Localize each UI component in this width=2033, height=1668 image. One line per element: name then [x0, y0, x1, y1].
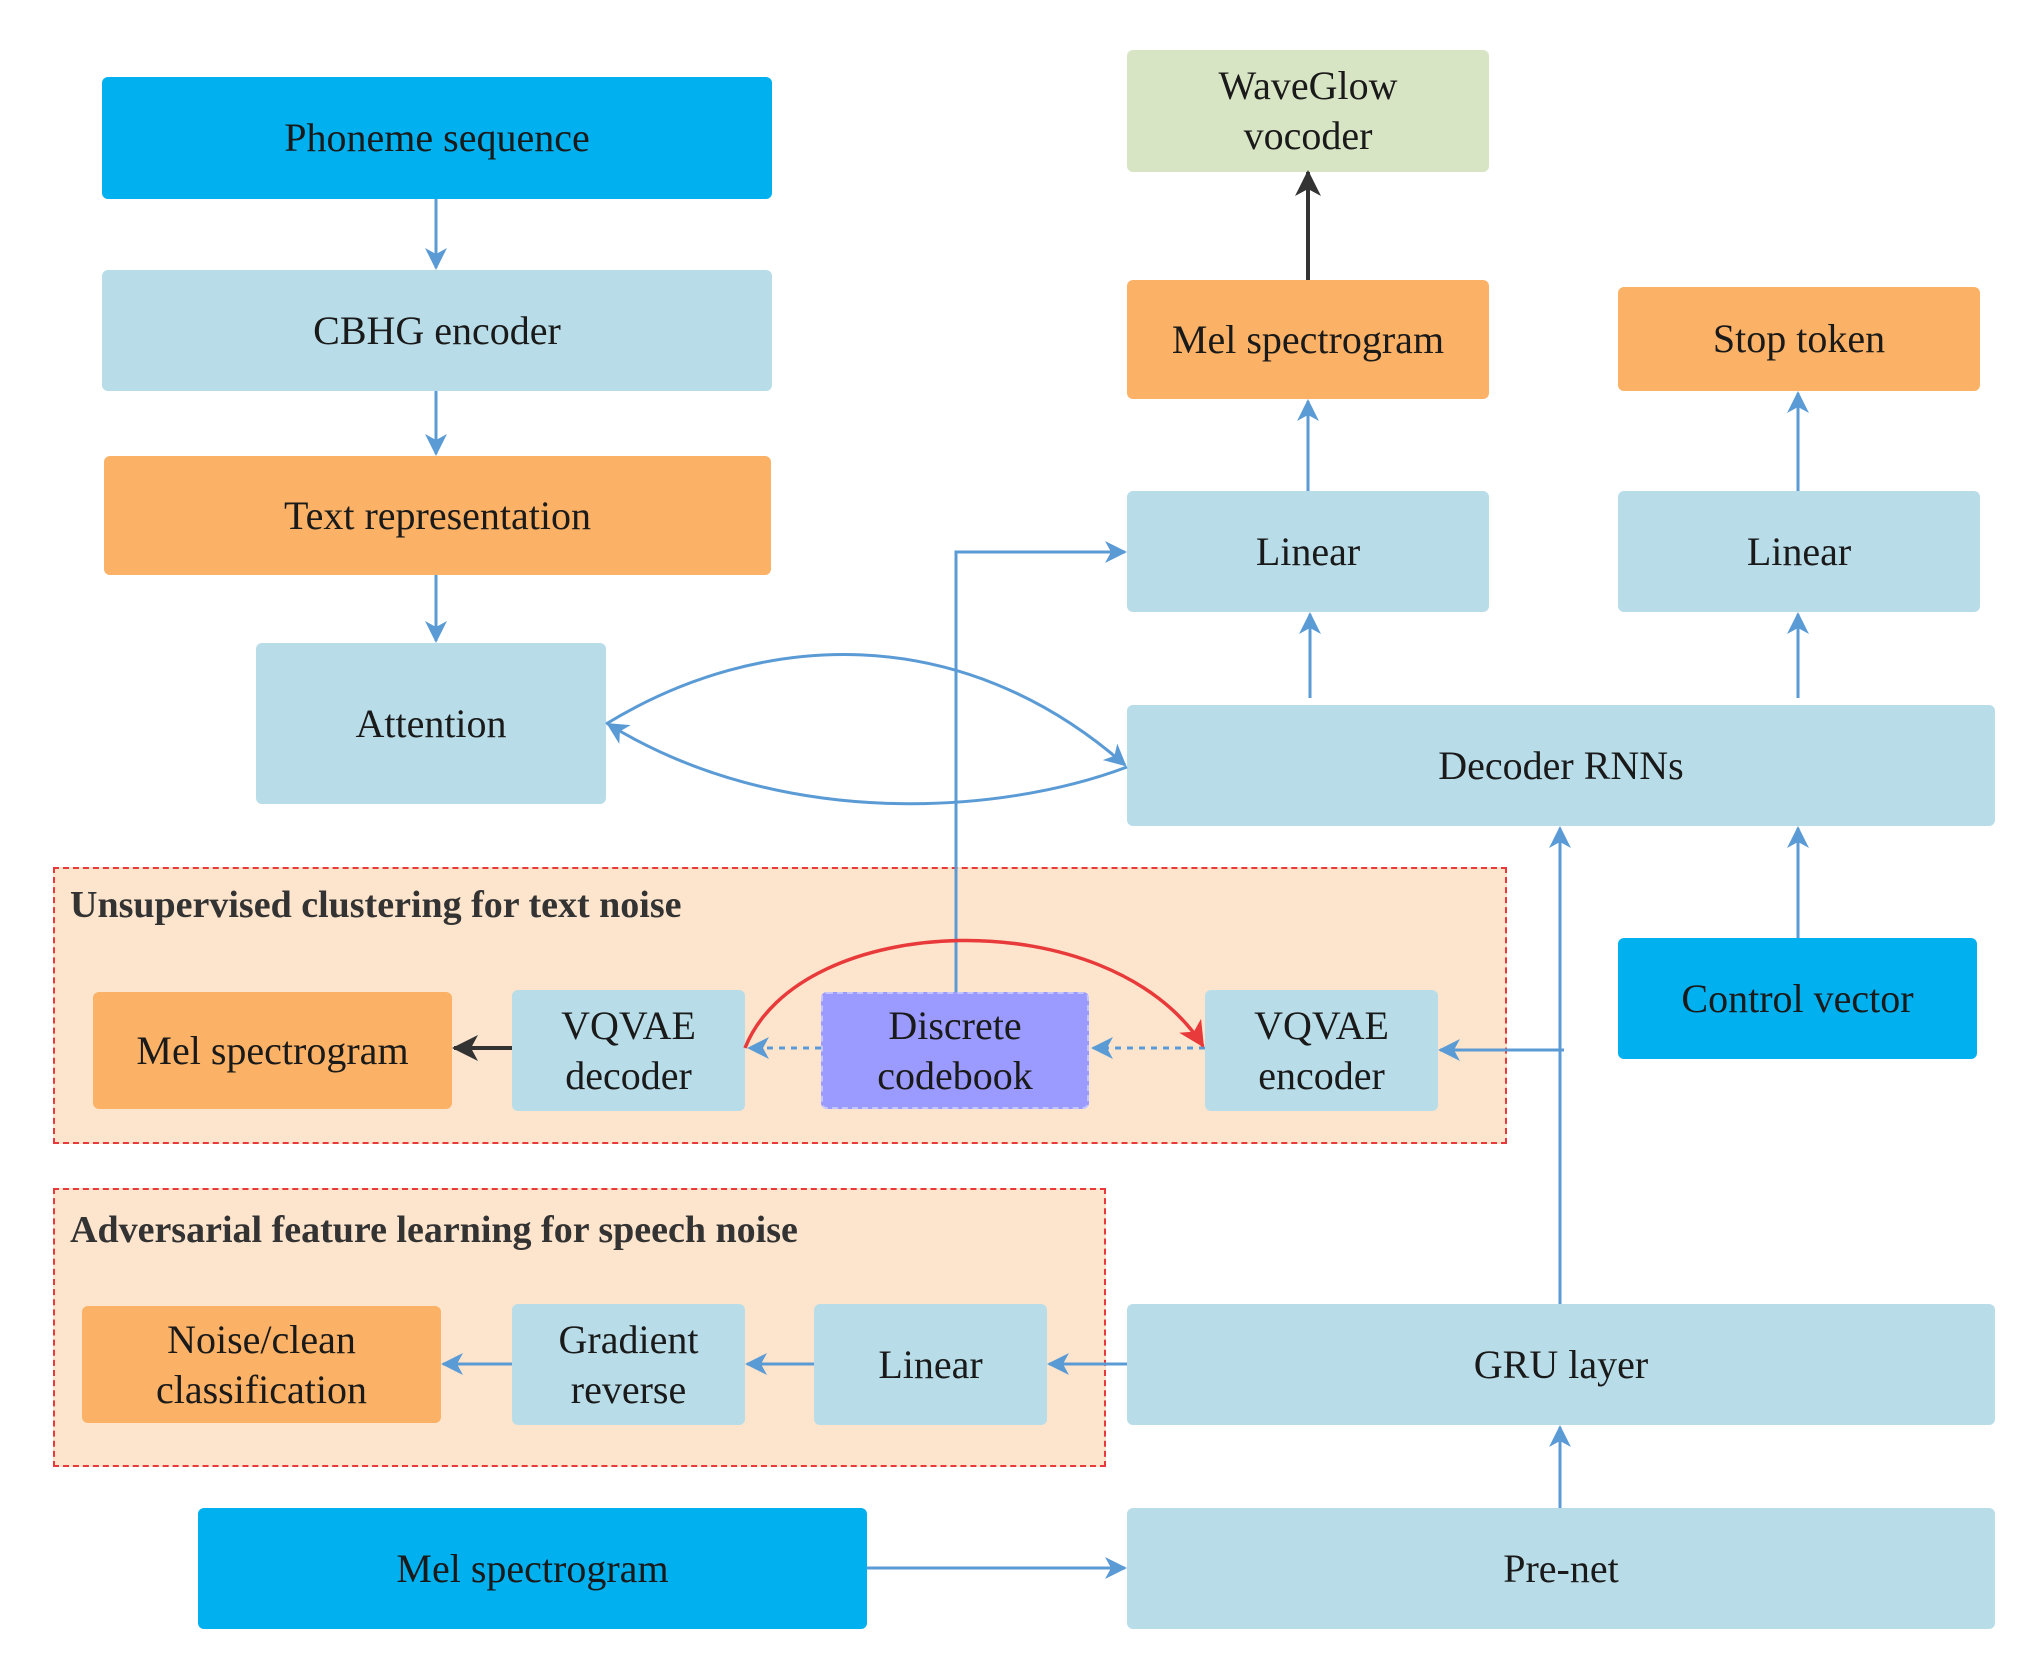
arrow-codebook-to-linear-mel	[954, 541, 1127, 992]
mel-spectrogram-output-node: Mel spectrogram	[1127, 280, 1489, 399]
pre-net-node: Pre-net	[1127, 1508, 1995, 1629]
mel-spectrogram-vq-node: Mel spectrogram	[93, 992, 452, 1109]
vqvae-decoder-node: VQVAE decoder	[512, 990, 745, 1111]
cbhg-encoder-node: CBHG encoder	[102, 270, 772, 391]
linear-mel-node: Linear	[1127, 491, 1489, 612]
waveglow-vocoder-node: WaveGlow vocoder	[1127, 50, 1489, 172]
gradient-reverse-node: Gradient reverse	[512, 1304, 745, 1425]
control-vector-node: Control vector	[1618, 938, 1977, 1059]
discrete-codebook-node: Discrete codebook	[821, 992, 1089, 1109]
gru-layer-node: GRU layer	[1127, 1304, 1995, 1425]
linear-adversarial-node: Linear	[814, 1304, 1047, 1425]
vqvae-encoder-node: VQVAE encoder	[1205, 990, 1438, 1111]
stop-token-node: Stop token	[1618, 287, 1980, 391]
arrow-attention-to-decoder	[605, 653, 1127, 767]
adversarial-learning-title: Adversarial feature learning for speech …	[70, 1209, 798, 1251]
unsupervised-clustering-title: Unsupervised clustering for text noise	[70, 884, 682, 926]
noise-clean-classification-node: Noise/clean classification	[82, 1306, 441, 1423]
phoneme-sequence-node: Phoneme sequence	[102, 77, 772, 199]
attention-node: Attention	[256, 643, 606, 804]
arrow-decoder-to-attention	[606, 722, 1128, 806]
arrow-red-decoder-to-encoder	[743, 938, 1205, 1049]
decoder-rnns-node: Decoder RNNs	[1127, 705, 1995, 826]
text-representation-node: Text representation	[104, 456, 771, 575]
linear-stop-node: Linear	[1618, 491, 1980, 612]
mel-spectrogram-input-node: Mel spectrogram	[198, 1508, 867, 1629]
